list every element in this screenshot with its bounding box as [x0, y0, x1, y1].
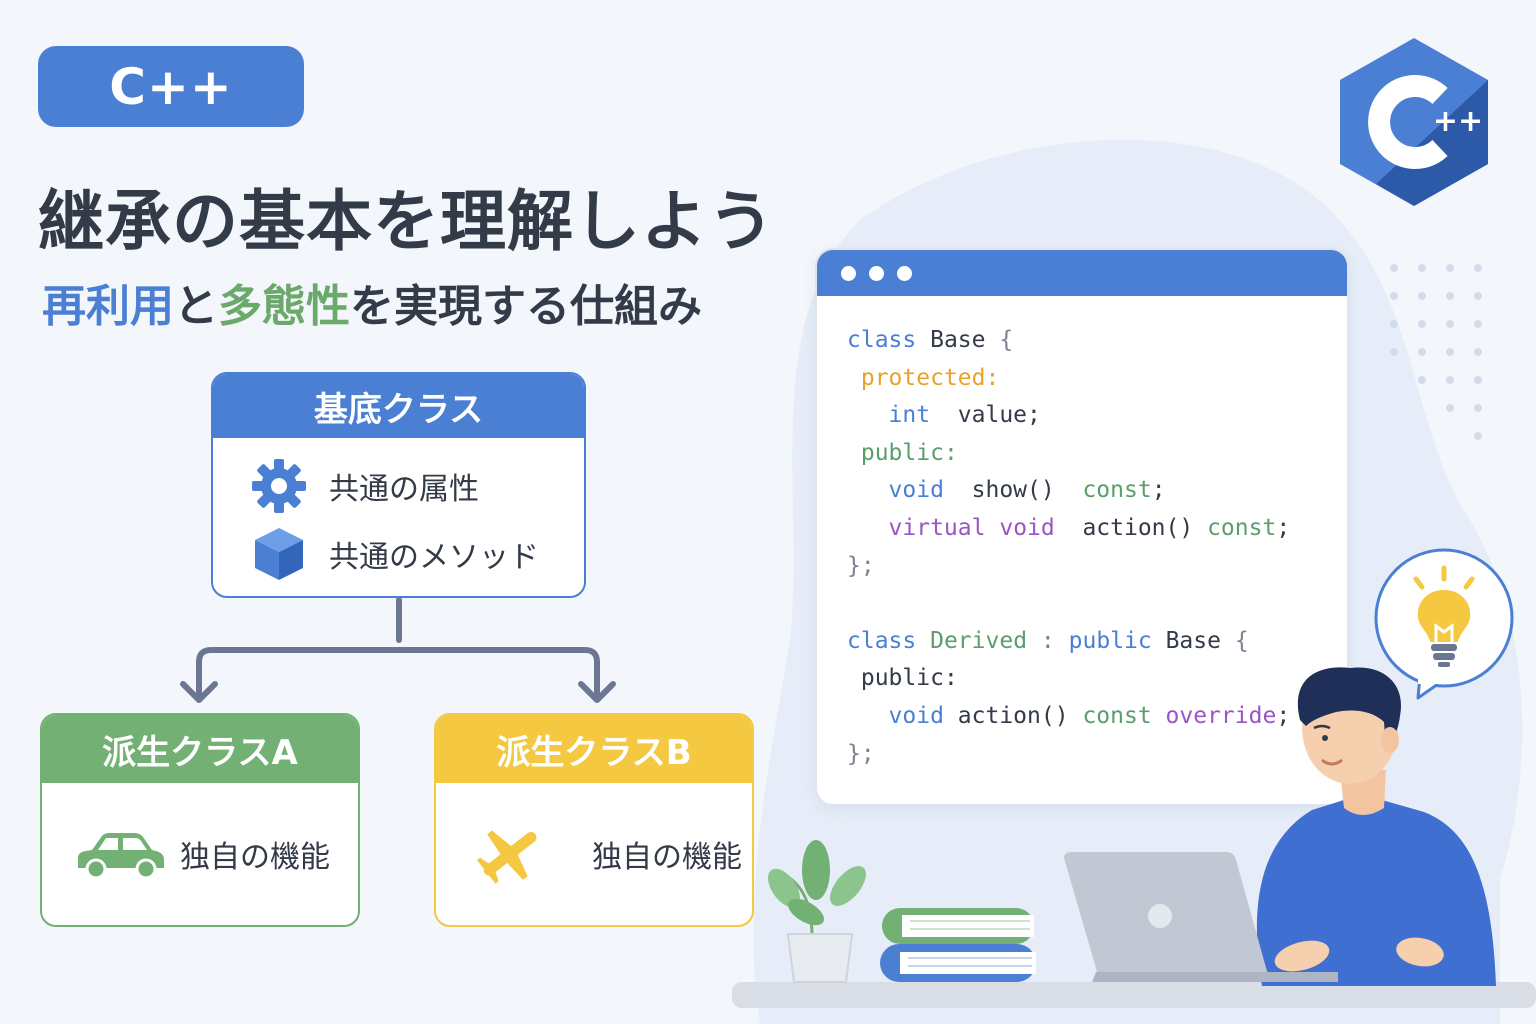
subtitle-and: と	[174, 281, 218, 332]
common-attribute-label: 共通の属性	[329, 472, 479, 507]
common-method-label: 共通のメソッド	[329, 540, 539, 575]
cpp-badge: C++	[38, 46, 304, 127]
window-dot	[869, 265, 884, 281]
inheritance-arrows	[180, 597, 616, 703]
code-line: class Base {	[847, 327, 1014, 353]
derived-b-feature-label: 独自の機能	[592, 840, 742, 875]
derived-a-feature: 独自の機能	[70, 815, 330, 893]
subtitle-polymorphism: 多態性	[218, 281, 350, 332]
code-line: public:	[860, 439, 958, 466]
code-line: protected:	[860, 364, 1000, 391]
code-block: class Base { protected: int value; publi…	[817, 296, 1347, 773]
subtitle-reuse: 再利用	[42, 281, 174, 332]
common-method-row: 共通のメソッド	[249, 524, 539, 584]
cpp-logo: ++	[1340, 38, 1488, 206]
code-line: };	[847, 552, 875, 579]
page-title: 継承の基本を理解しよう	[38, 183, 775, 260]
window-dot	[841, 265, 856, 281]
code-line: };	[847, 740, 875, 767]
code-editor-window: class Base { protected: int value; publi…	[815, 248, 1349, 806]
car-icon	[78, 833, 164, 880]
base-class-box: 基底クラス 共通の属性 共通のメソッド	[211, 372, 586, 598]
code-line: virtual void action() const;	[888, 514, 1291, 541]
code-line: public:	[860, 665, 958, 692]
derived-class-b-box: 派生クラスB 独自の機能	[434, 713, 754, 927]
cube-icon	[255, 528, 303, 580]
derived-a-feature-label: 独自の機能	[180, 840, 330, 875]
lightbulb-icon	[1413, 565, 1475, 667]
derived-class-b-title: 派生クラスB	[436, 715, 752, 783]
subtitle-rest: を実現する仕組み	[350, 281, 702, 332]
code-line: void show() const;	[888, 477, 1166, 504]
code-line: int value;	[888, 402, 1041, 429]
derived-class-a-box: 派生クラスA 独自の機能	[40, 713, 360, 927]
derived-b-feature: 独自の機能	[464, 815, 742, 893]
code-window-titlebar	[817, 250, 1347, 296]
decorative-dot-grid	[1390, 264, 1482, 440]
gear-icon	[252, 459, 306, 513]
code-line: class Derived : public Base {	[847, 627, 1249, 654]
derived-class-a-title: 派生クラスA	[42, 715, 358, 783]
page-subtitle: 再利用と多態性を実現する仕組み	[42, 270, 702, 334]
cpp-logo-plus: ++	[1433, 104, 1483, 139]
airplane-icon	[476, 830, 537, 884]
code-line	[847, 585, 1347, 623]
base-class-title: 基底クラス	[213, 374, 584, 438]
code-line: void action() const override;	[888, 702, 1291, 729]
lightbulb-bubble	[1374, 548, 1514, 700]
window-dot	[897, 265, 912, 281]
common-attribute-row: 共通の属性	[249, 456, 479, 516]
